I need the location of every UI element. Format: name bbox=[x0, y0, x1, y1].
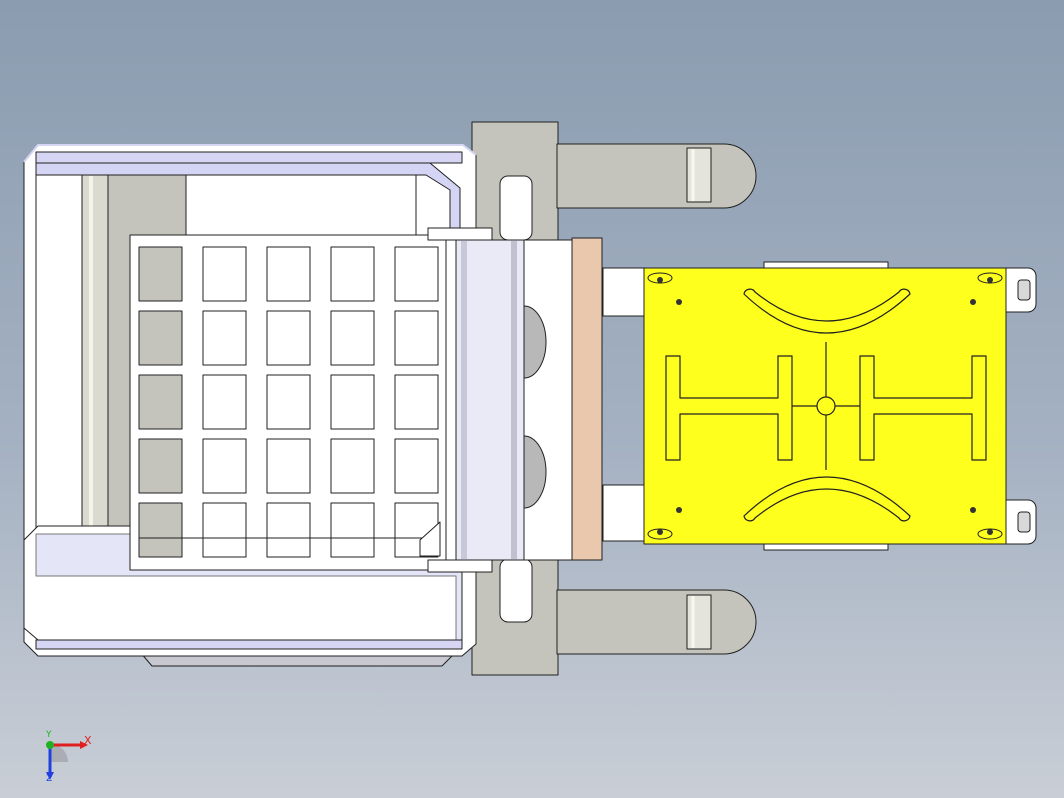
grid-opening bbox=[138, 438, 183, 494]
grid-opening bbox=[266, 246, 311, 302]
grid-opening bbox=[330, 502, 375, 558]
grid-opening bbox=[202, 374, 247, 430]
grid-opening bbox=[394, 374, 439, 430]
lower-rail bbox=[602, 484, 648, 542]
grid-opening bbox=[330, 246, 375, 302]
grid-opening bbox=[202, 502, 247, 558]
x-axis-label: X bbox=[84, 734, 92, 747]
z-axis-label: Z bbox=[46, 774, 53, 784]
grid-opening bbox=[266, 438, 311, 494]
housing-bottom-rail bbox=[35, 639, 463, 650]
upper-arm-roller bbox=[686, 147, 712, 203]
dome-upper bbox=[523, 305, 547, 379]
grid-opening bbox=[330, 374, 375, 430]
housing-left-wall bbox=[35, 174, 83, 536]
coordinate-triad: X Y Z bbox=[40, 730, 100, 788]
fixture-slots bbox=[665, 288, 987, 522]
spacer-block bbox=[571, 237, 603, 561]
grid-opening bbox=[202, 438, 247, 494]
dome-lower bbox=[523, 435, 547, 509]
grid-opening bbox=[330, 310, 375, 366]
grid-opening bbox=[330, 438, 375, 494]
grid-opening bbox=[138, 310, 183, 366]
grid-opening bbox=[266, 310, 311, 366]
lower-arm bbox=[556, 589, 757, 655]
fixture-pins bbox=[647, 272, 1003, 540]
lower-slot bbox=[499, 558, 533, 623]
housing-top-rail bbox=[35, 151, 463, 164]
fixture-holes bbox=[657, 277, 993, 535]
grid-opening bbox=[138, 246, 183, 302]
upper-arm bbox=[556, 143, 757, 209]
grid-opening bbox=[202, 246, 247, 302]
upper-rail bbox=[602, 267, 648, 317]
triad-graphic bbox=[46, 741, 88, 780]
grid-opening bbox=[394, 310, 439, 366]
grid-opening bbox=[394, 246, 439, 302]
grid-opening bbox=[138, 502, 183, 558]
grid-plate-corner-cut bbox=[419, 521, 441, 557]
grid-opening bbox=[202, 310, 247, 366]
upper-slot bbox=[499, 175, 533, 241]
housing-left-roller bbox=[81, 174, 109, 536]
clamp-tab-bottom bbox=[427, 559, 493, 573]
lower-arm-roller bbox=[686, 594, 712, 650]
grid-opening bbox=[266, 502, 311, 558]
grid-opening bbox=[394, 438, 439, 494]
housing-inner-white bbox=[185, 174, 417, 236]
clamp-tab-top bbox=[427, 227, 493, 241]
grid-opening bbox=[138, 374, 183, 430]
y-axis-label: Y bbox=[46, 730, 52, 740]
grid-openings bbox=[138, 246, 439, 558]
grid-opening bbox=[266, 374, 311, 430]
